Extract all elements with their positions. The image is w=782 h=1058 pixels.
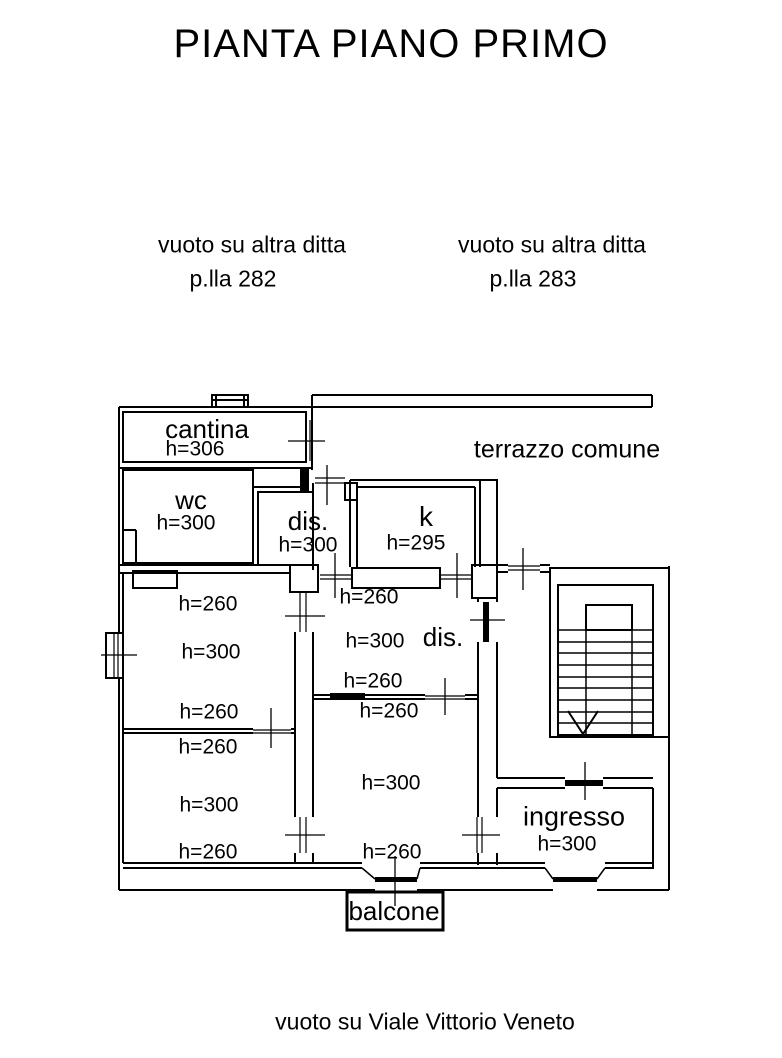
annotation-parcel-283-line2: p.lla 283 — [489, 265, 577, 292]
height-label-nmid-top: h=260 — [339, 585, 399, 609]
annotation-parcel-282-line1: vuoto su altra ditta — [158, 231, 346, 258]
terrace-stair-door — [508, 565, 540, 571]
stair-landing — [585, 604, 633, 631]
entrance-door-bar — [565, 780, 603, 786]
annotation-parcel-283-line1: vuoto su altra ditta — [458, 231, 646, 258]
height-label-sw-mid: h=300 — [179, 793, 239, 817]
room-label-cantina: cantina — [165, 414, 249, 444]
terrace-parapet — [211, 394, 653, 408]
room-label-ingresso: ingresso — [522, 801, 626, 832]
stair-door-bar — [483, 602, 489, 642]
room-label-dis-middle: dis. — [422, 622, 464, 652]
balcony-walls — [345, 890, 445, 932]
room-label-terrazzo: terrazzo comune — [473, 435, 661, 464]
height-label-smid-bottom: h=260 — [362, 840, 422, 864]
height-label-smid-top: h=260 — [359, 699, 419, 723]
room-label-balcone: balcone — [348, 896, 440, 926]
height-label-nmid-mid: h=300 — [345, 629, 405, 653]
mid-window-bar — [330, 693, 365, 699]
height-label-wc: h=300 — [156, 511, 216, 535]
west-divider-wall — [123, 708, 295, 748]
room-label-wc: wc — [175, 485, 207, 515]
ingresso-window-bar — [553, 877, 597, 882]
page-title: PIANTA PIANO PRIMO — [173, 22, 609, 66]
stair-down-arrow — [567, 710, 599, 736]
west-window — [101, 632, 137, 679]
height-label-nw-mid: h=300 — [181, 640, 241, 664]
height-label-kitchen: h=295 — [386, 531, 446, 555]
height-label-nw-top: h=260 — [178, 592, 238, 616]
annotation-parcel-282-line2: p.lla 282 — [189, 265, 277, 292]
height-label-sw-bottom: h=260 — [178, 840, 238, 864]
ingresso-walls — [497, 762, 654, 868]
height-label-sw-top: h=260 — [178, 735, 238, 759]
terrace-door — [315, 477, 345, 484]
height-label-smid-mid: h=300 — [361, 771, 421, 795]
height-label-dis-upper: h=300 — [278, 533, 338, 557]
height-label-nw-bottom: h=260 — [179, 700, 239, 724]
wc-walls — [122, 467, 309, 564]
west-divider-door — [253, 729, 291, 734]
room-label-dis-upper: dis. — [287, 506, 329, 536]
height-label-nmid-bottom: h=260 — [343, 669, 403, 693]
door-upper — [299, 592, 307, 632]
central-wall — [285, 592, 325, 863]
stair-steps — [558, 629, 653, 735]
door-1 — [320, 574, 352, 580]
mid-divider-wall — [313, 678, 478, 715]
annotation-street: vuoto su Viale Vittorio Veneto — [275, 1008, 575, 1035]
kitchen-walls — [349, 479, 498, 567]
height-label-cantina: h=306 — [165, 437, 225, 461]
staircase — [549, 567, 670, 738]
balcony-door-bar — [375, 877, 417, 882]
bottom-wall-openings — [361, 856, 606, 906]
cantina-walls — [119, 407, 325, 470]
main-top-wall — [119, 548, 550, 599]
chimney-block — [300, 467, 309, 493]
room-label-kitchen: k — [419, 501, 433, 532]
height-label-ingresso: h=300 — [537, 832, 597, 856]
door-2 — [440, 574, 472, 580]
east-corridor-wall — [462, 598, 505, 865]
